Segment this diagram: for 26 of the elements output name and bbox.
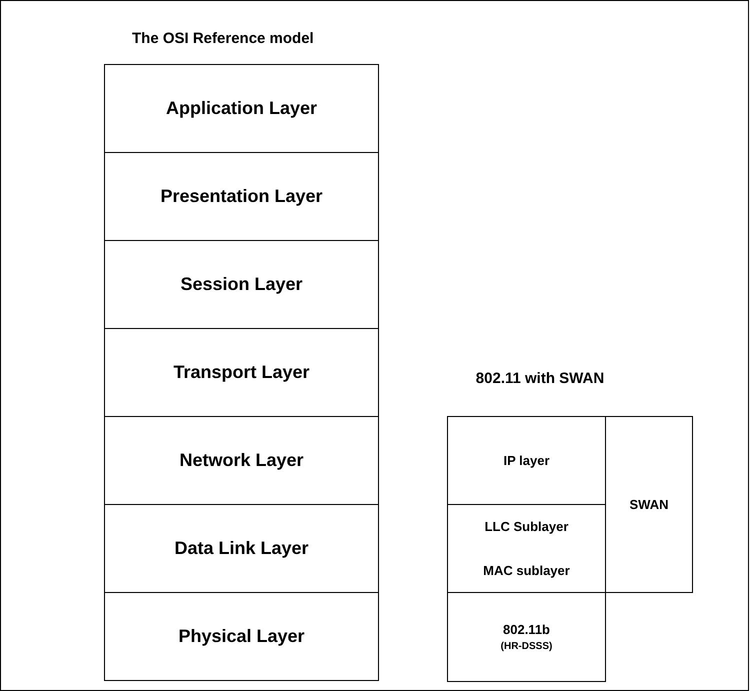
layer-box xyxy=(447,416,606,505)
layer-label: Transport Layer xyxy=(173,362,310,383)
layer-box xyxy=(447,548,606,593)
layer-label: SWAN xyxy=(630,497,668,512)
stack-title: The OSI Reference model xyxy=(132,30,314,47)
layer-box xyxy=(104,240,379,329)
layer-label: MAC sublayer xyxy=(483,562,570,578)
layer-label: Session Layer xyxy=(180,274,303,295)
stack-title: 802.11 with SWAN xyxy=(474,370,606,387)
layer-label: IP layer xyxy=(503,453,550,468)
layer-label: Application Layer xyxy=(166,98,318,119)
layer-label: Data Link Layer xyxy=(174,538,309,559)
layer-box xyxy=(447,592,606,682)
layer-label: Presentation Layer xyxy=(160,186,323,207)
layer-label: LLC Sublayer xyxy=(484,519,568,534)
layer-box xyxy=(605,416,693,593)
layer-box xyxy=(104,152,379,241)
layer-label: 802.11b xyxy=(503,622,550,637)
layer-box xyxy=(104,504,379,593)
layer-box xyxy=(104,592,379,681)
layer-label: Network Layer xyxy=(179,450,304,471)
layer-box xyxy=(104,416,379,505)
layer-box xyxy=(104,64,379,153)
layer-note: (HR-DSSS) xyxy=(500,641,552,652)
layer-box xyxy=(104,328,379,417)
layer-label: Physical Layer xyxy=(178,626,305,647)
